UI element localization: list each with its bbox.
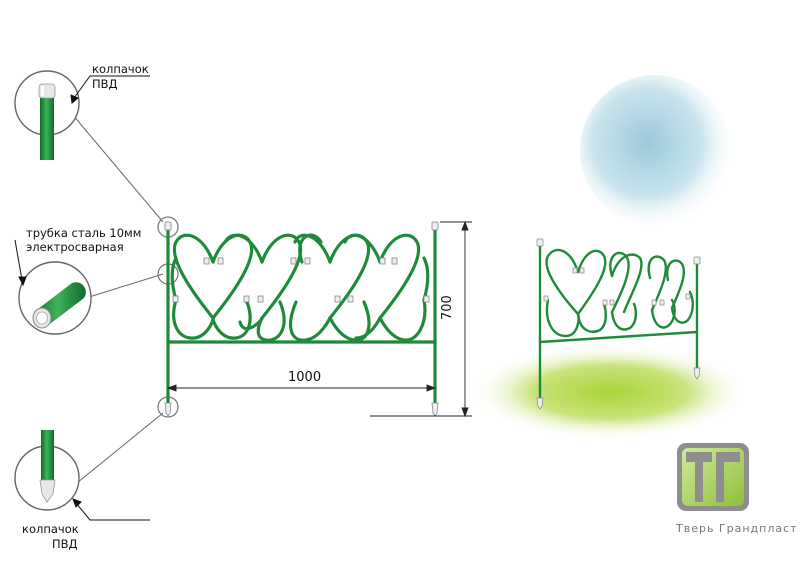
bottom-cap-label-line1: колпачок — [22, 522, 79, 536]
top-cap-label-line2: ПВД — [92, 77, 118, 91]
pipe-section-detail — [18, 261, 92, 335]
width-dimension-label: 1000 — [288, 370, 322, 385]
brand-logo — [677, 443, 749, 511]
bottom-cap-detail — [14, 430, 80, 511]
fence-caps — [164, 221, 439, 417]
callout-arrows — [14, 75, 150, 521]
top-cap-detail — [14, 70, 80, 160]
height-dimension-label: 700 — [440, 295, 455, 320]
bottom-cap-label-line2: ПВД — [52, 537, 78, 551]
sky-circle — [580, 75, 730, 225]
pipe-label-line1: трубка сталь 10мм — [26, 226, 142, 240]
dimension-lines — [166, 220, 472, 418]
company-name: Тверь Грандпласт — [676, 522, 798, 535]
grass-ellipse — [470, 344, 750, 440]
fence-front-view — [166, 226, 437, 407]
pipe-label-line2: электросварная — [26, 240, 124, 254]
fence-perspective-view — [538, 242, 699, 402]
top-cap-label-line1: колпачок — [92, 62, 149, 76]
leader-lines — [71, 113, 164, 488]
perspective-caps — [536, 238, 701, 410]
